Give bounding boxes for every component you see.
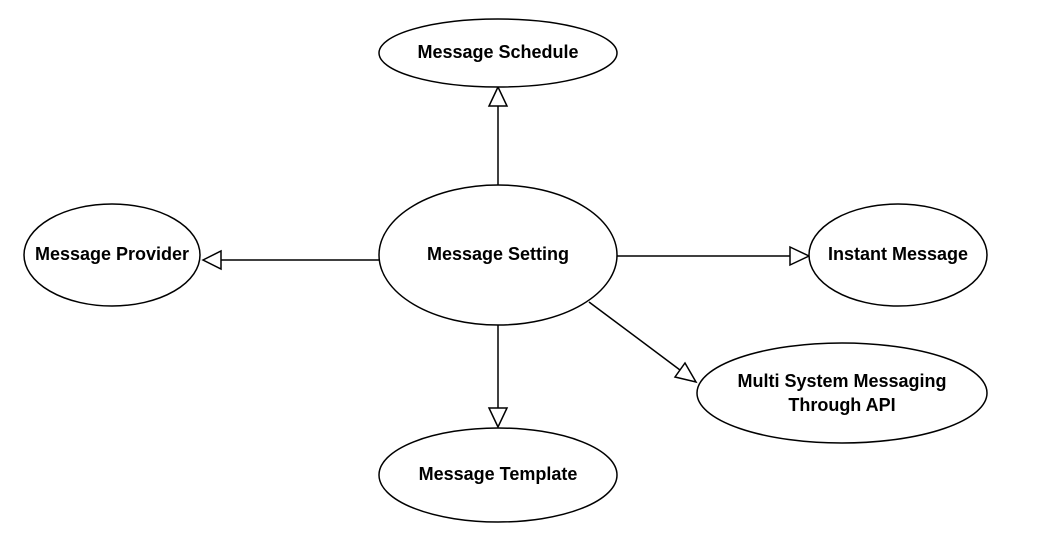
node-label-multi-line2: Through API <box>788 395 895 415</box>
node-label-multi-line1: Multi System Messaging <box>737 371 946 391</box>
node-label-provider: Message Provider <box>35 244 189 264</box>
arrowhead-multi <box>673 361 698 384</box>
edge-to-schedule <box>487 85 509 185</box>
node-message-schedule: Message Schedule <box>378 18 618 88</box>
node-label-setting: Message Setting <box>427 244 569 264</box>
edge-to-instant <box>616 245 811 267</box>
arrowhead-provider <box>201 249 222 271</box>
node-label-instant: Instant Message <box>828 244 968 264</box>
node-instant-message: Instant Message <box>808 203 988 307</box>
node-multi-system-messaging: Multi System Messaging Through API <box>696 342 988 444</box>
node-label-template: Message Template <box>419 464 578 484</box>
edge-to-template <box>487 325 509 429</box>
edge-to-provider <box>201 249 380 271</box>
arrowhead-template <box>487 407 509 429</box>
node-message-template: Message Template <box>378 427 618 523</box>
arrowhead-instant <box>789 245 811 267</box>
node-message-provider: Message Provider <box>23 203 201 307</box>
node-message-setting: Message Setting <box>378 184 618 326</box>
arrowhead-schedule <box>487 85 509 107</box>
edge-to-multi <box>588 301 698 384</box>
node-label-schedule: Message Schedule <box>417 42 578 62</box>
